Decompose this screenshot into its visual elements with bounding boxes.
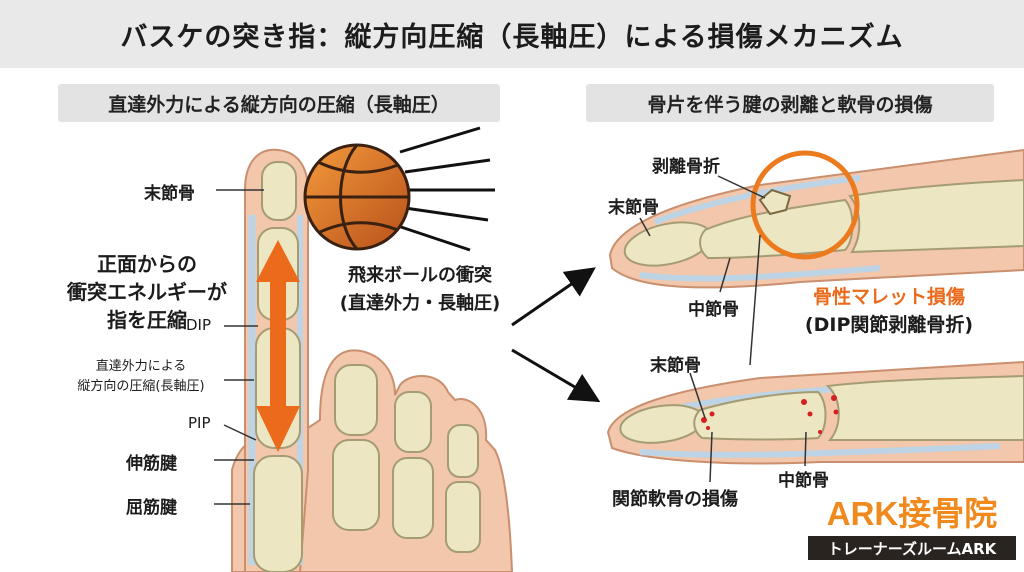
force-line-1: 正面からの [97, 252, 197, 276]
compression-line-2: 縦方向の圧縮(長軸圧) [77, 379, 205, 394]
impact-line-1: 飛来ボールの衝突 [348, 265, 492, 286]
left-section-header: 直達外力による縦方向の圧縮（長軸圧） [58, 84, 500, 122]
impact-line-2: (直達外力・長軸圧) [339, 293, 501, 314]
force-line-2: 衝突エネルギーが [67, 280, 227, 304]
left-hand [231, 148, 514, 572]
compression-arrow [256, 240, 300, 452]
label-mallet-injury: 骨性マレット損傷 (DIP関節剥離骨折) [782, 283, 996, 339]
mallet-line-2: (DIP関節剥離骨折) [804, 314, 974, 336]
label-distal-phalanx-left: 末節骨 [144, 184, 195, 204]
finger-bottom [606, 360, 1024, 465]
arrow-to-top [511, 267, 596, 327]
logo-tagline: トレーナーズルームARK [808, 536, 1016, 560]
label-cartilage-injury: 関節軟骨の損傷 [612, 489, 738, 510]
label-force-description: 正面からの 衝突エネルギーが 指を圧縮 [62, 250, 232, 334]
label-impact: 飛来ボールの衝突 (直達外力・長軸圧) [320, 262, 520, 318]
right-leader-lines [639, 175, 807, 483]
finger-top [608, 148, 1024, 289]
label-dip: DIP [186, 316, 212, 334]
label-extensor-tendon: 伸筋腱 [126, 454, 177, 474]
compression-line-1: 直達外力による [95, 359, 187, 374]
label-avulsion-fracture: 剥離骨折 [652, 157, 720, 177]
label-distal-phalanx-top: 末節骨 [608, 198, 659, 218]
clinic-logo: ARK接骨院 トレーナーズルームARK [806, 494, 1018, 566]
force-line-3: 指を圧縮 [107, 308, 187, 332]
label-middle-phalanx-bottom: 中節骨 [778, 471, 829, 491]
label-pip: PIP [188, 414, 211, 432]
label-flexor-tendon: 屈筋腱 [126, 498, 177, 518]
page-title: バスケの突き指：縦方向圧縮（長軸圧）による損傷メカニズム [120, 21, 904, 53]
title-bar: バスケの突き指：縦方向圧縮（長軸圧）による損傷メカニズム [0, 0, 1024, 68]
right-section-header: 骨片を伴う腱の剥離と軟骨の損傷 [586, 84, 994, 122]
label-compression: 直達外力による 縦方向の圧縮(長軸圧) [58, 357, 224, 397]
basketball [303, 126, 495, 252]
label-middle-phalanx-top: 中節骨 [688, 300, 739, 320]
label-distal-phalanx-bottom: 末節骨 [650, 356, 701, 376]
logo-brand: ARK接骨院 [826, 495, 998, 532]
left-leader-lines [214, 189, 264, 505]
mallet-line-1: 骨性マレット損傷 [812, 286, 965, 308]
arrow-to-bottom [511, 348, 601, 403]
